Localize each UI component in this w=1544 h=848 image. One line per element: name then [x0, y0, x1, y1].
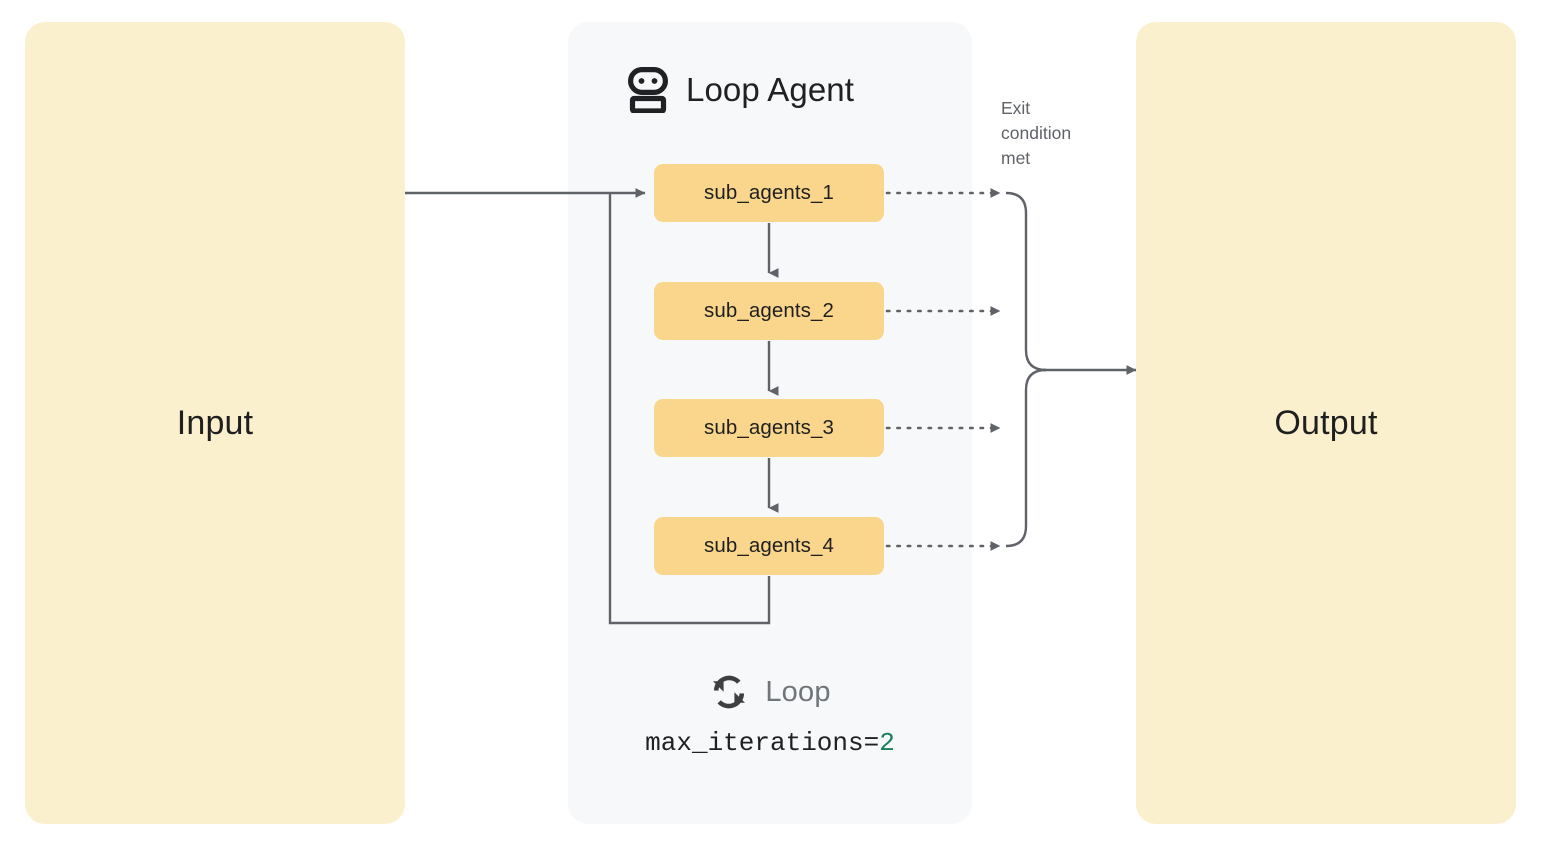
sub-agent-box-2[interactable]: sub_agents_2	[654, 282, 884, 340]
output-panel: Output	[1136, 22, 1516, 824]
sub-agent-box-4[interactable]: sub_agents_4	[654, 517, 884, 575]
sub-agent-label: sub_agents_4	[703, 534, 834, 557]
sub-agent-box-3[interactable]: sub_agents_3	[654, 399, 884, 457]
sub-agent-box-1[interactable]: sub_agents_1	[654, 164, 884, 222]
wire-exit-bus-upper	[1005, 191, 1047, 372]
max-iterations-key: max_iterations=	[645, 728, 880, 758]
sub-agent-label: sub_agents_2	[703, 299, 834, 322]
exit-condition-line-2: condition	[1001, 123, 1072, 143]
max-iterations-code: max_iterations=2	[568, 728, 972, 758]
loop-label: Loop	[765, 675, 831, 708]
wire-exit-bus-lower	[1005, 368, 1047, 548]
loop-agent-title: Loop Agent	[686, 71, 854, 108]
input-panel: Input	[25, 22, 405, 824]
loop-footer: Loop max_iterations=2	[568, 672, 972, 759]
exit-condition-line-1: Exit	[1001, 98, 1031, 118]
exit-condition-caption: Exit condition met	[1001, 96, 1105, 171]
loop-agent-header: Loop Agent	[627, 66, 854, 114]
output-label: Output	[1274, 403, 1378, 442]
sub-agent-label: sub_agents_3	[703, 416, 834, 439]
input-label: Input	[176, 403, 254, 442]
loop-agent-container: Loop Agent sub_agents_1 sub_agents_2 sub…	[568, 22, 972, 824]
loop-refresh-icon	[709, 672, 749, 712]
exit-condition-line-3: met	[1001, 148, 1031, 168]
max-iterations-value: 2	[879, 728, 895, 758]
sub-agent-label: sub_agents_1	[703, 181, 834, 204]
robot-icon	[627, 66, 668, 114]
loop-row: Loop	[568, 672, 972, 712]
